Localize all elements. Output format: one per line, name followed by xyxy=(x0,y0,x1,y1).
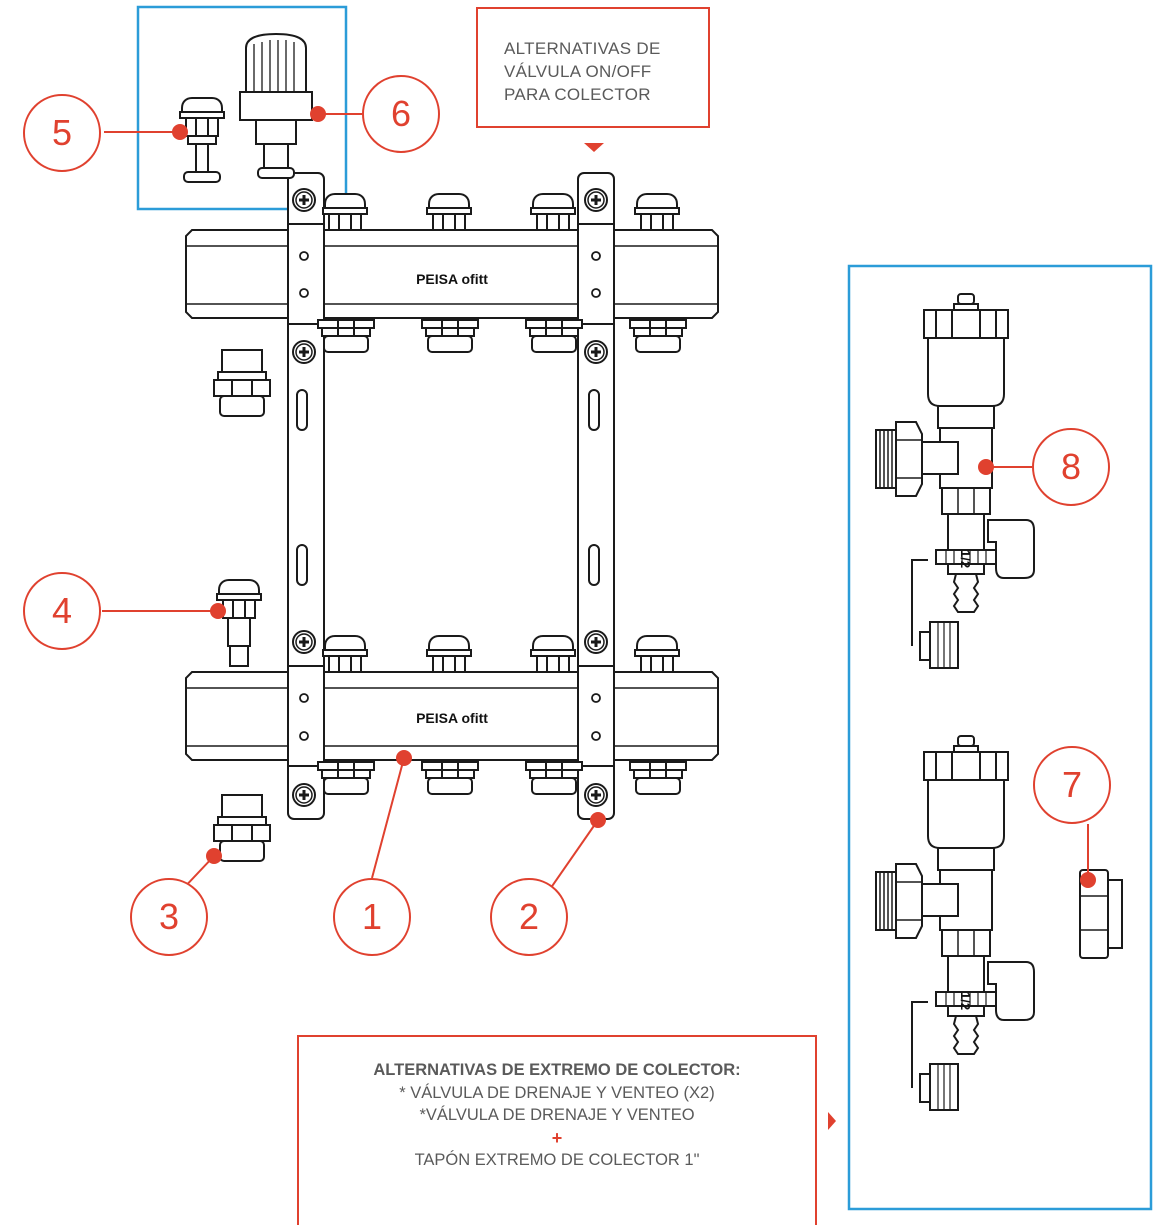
air-vent-part xyxy=(216,579,262,667)
valve-options-frame xyxy=(136,5,348,211)
pointer-right-icon xyxy=(828,1112,836,1130)
end-fitting-upper-left xyxy=(213,349,271,417)
end-alternatives-heading: ALTERNATIVAS DE EXTREMO DE COLECTOR: xyxy=(373,1061,741,1079)
callout-7: 7 xyxy=(1033,746,1111,824)
thermo-actuator-valve-part xyxy=(239,32,313,179)
drain-vent-valve-lower xyxy=(875,735,1035,1111)
end-alternatives-line-1: * VÁLVULA DE DRENAJE Y VENTEO (X2) xyxy=(399,1083,715,1102)
leader-dots xyxy=(172,106,1096,888)
drain-vent-valve-upper xyxy=(875,293,1035,669)
lower-manifold-bar xyxy=(185,665,719,767)
upper-manifold-bar xyxy=(185,223,719,325)
valve-alternatives-note: ALTERNATIVAS DE VÁLVULA ON/OFF PARA COLE… xyxy=(476,7,710,128)
brand-label-upper: PEISA ofitt xyxy=(416,271,488,287)
callout-4: 4 xyxy=(23,572,101,650)
callout-5: 5 xyxy=(23,94,101,172)
callout-2: 2 xyxy=(490,878,568,956)
lower-valve-caps xyxy=(322,635,680,675)
end-alternatives-line-2: *VÁLVULA DE DRENAJE Y VENTEO xyxy=(419,1106,695,1124)
upper-valve-caps xyxy=(322,193,680,233)
upper-outlets xyxy=(317,319,687,353)
brand-label-lower: PEISA ofitt xyxy=(416,710,488,726)
end-alternatives-line-3: TAPÓN EXTREMO DE COLECTOR 1" xyxy=(414,1151,700,1169)
bracket-left xyxy=(287,172,325,820)
callout-6: 6 xyxy=(362,75,440,153)
valve-size-label-lower: 1/2 xyxy=(958,992,973,1010)
end-fitting-lower-left xyxy=(213,794,271,862)
callout-8: 8 xyxy=(1032,428,1110,506)
bracket-right xyxy=(577,172,615,820)
end-options-frame xyxy=(847,264,1153,1211)
leader-lines xyxy=(102,113,1089,893)
shutoff-valve-part xyxy=(179,97,225,183)
callout-3: 3 xyxy=(130,878,208,956)
pointer-down-icon xyxy=(584,143,604,152)
valve-size-label-upper: 1/2 xyxy=(958,550,973,568)
callout-1: 1 xyxy=(333,878,411,956)
valve-alternatives-line-1: ALTERNATIVAS DE xyxy=(504,39,661,58)
valve-alternatives-line-2: VÁLVULA ON/OFF xyxy=(504,62,652,81)
lower-outlets xyxy=(317,761,687,795)
end-plug-part xyxy=(1079,869,1123,959)
end-alternatives-note: ALTERNATIVAS DE EXTREMO DE COLECTOR: * V… xyxy=(297,1035,817,1225)
plus-sign: + xyxy=(551,1127,563,1148)
valve-alternatives-line-3: PARA COLECTOR xyxy=(504,85,651,104)
